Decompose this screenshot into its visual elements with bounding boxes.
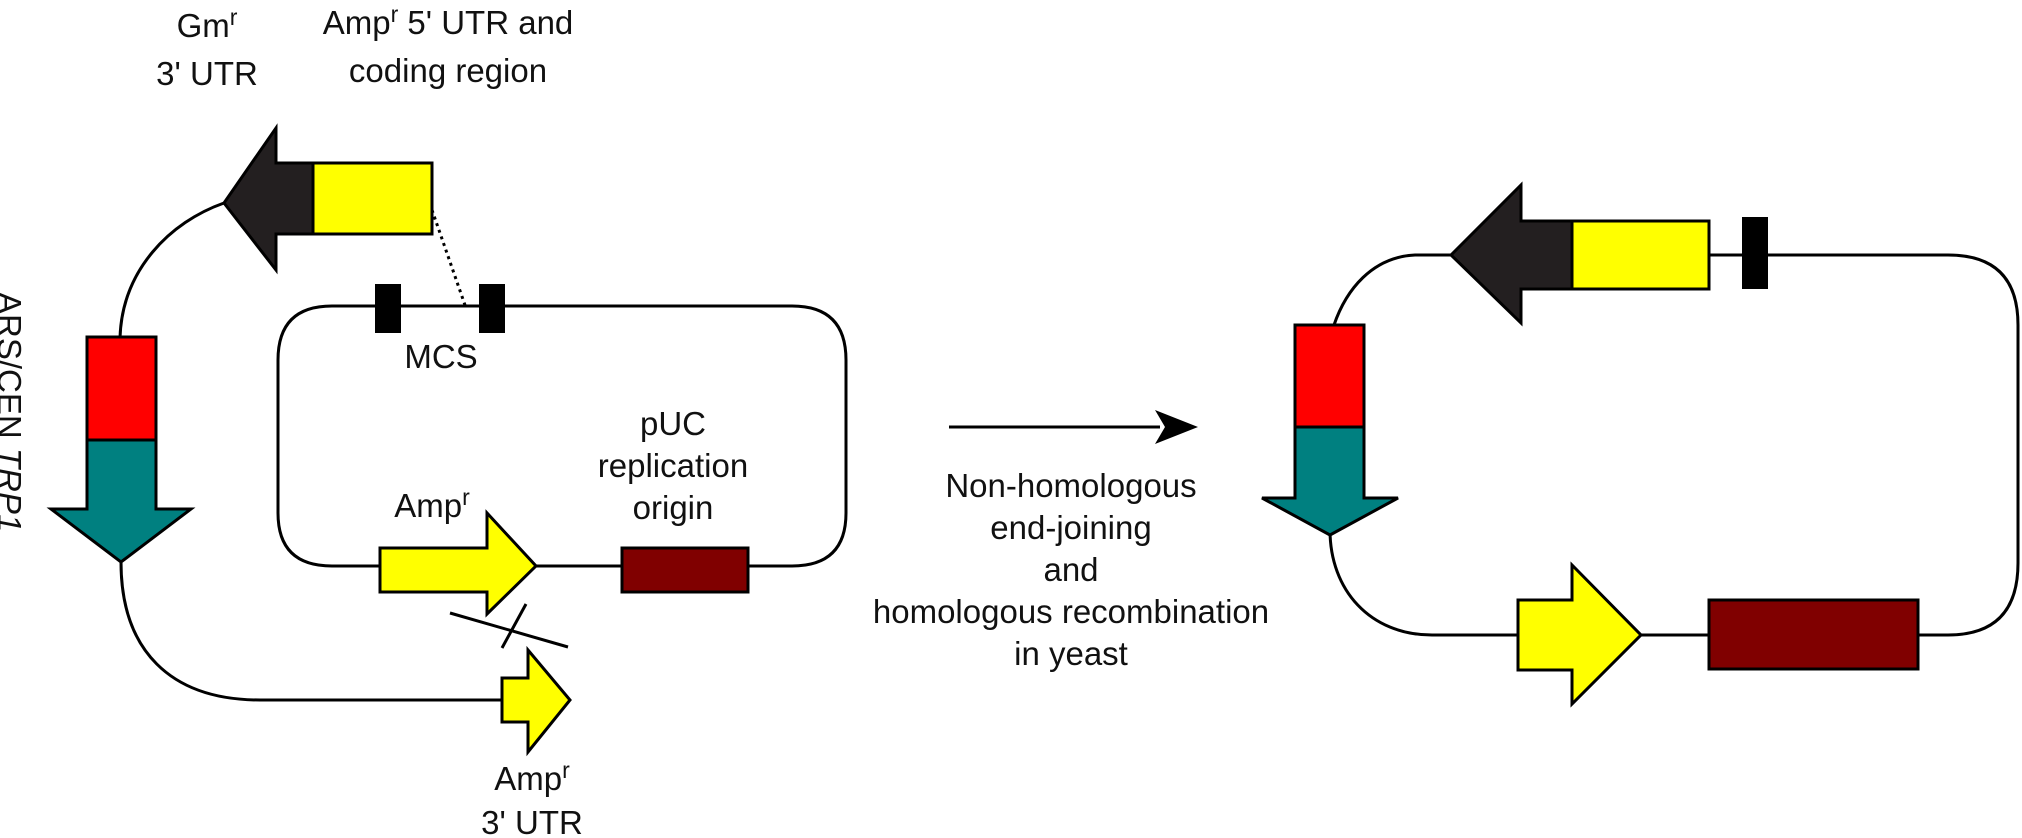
recombined-trp1-arrow (1261, 425, 1399, 537)
ars-cen-trp1-label: ARS/CEN TRP1 (0, 292, 28, 532)
amp5-label-line2: coding region (349, 52, 547, 89)
process-label-line5: in yeast (1014, 635, 1128, 672)
puc-label-line1: pUC (640, 405, 706, 442)
puc-label-line2: replication (598, 447, 748, 484)
amp-resistance-arrow (378, 509, 539, 618)
insert-backbone-bottom (119, 561, 502, 702)
process-label-line2: end-joining (990, 509, 1151, 546)
process-label-line4: homologous recombination (873, 593, 1269, 630)
trp1-arrow (46, 438, 196, 564)
ars-cen-block (85, 335, 158, 442)
mcs-label: MCS (404, 338, 477, 375)
amp-3utr-arrow (500, 645, 572, 757)
insert-backbone-top (118, 201, 225, 339)
insert-cassette (46, 123, 572, 757)
recombined-ars-cen-block (1293, 323, 1366, 429)
amp3-label: Ampr (494, 757, 570, 797)
mcs-site-left (375, 284, 401, 333)
puc-label-line3: origin (633, 489, 714, 526)
process-label-line3: and (1043, 551, 1098, 588)
process-label-line1: Non-homologous (945, 467, 1196, 504)
vector-plasmid (276, 284, 848, 649)
cut-slash (500, 603, 528, 649)
mcs-alignment-dotted-line (430, 209, 468, 309)
recombined-backbone (1328, 253, 2020, 637)
puc-origin-block (620, 546, 750, 594)
gm-label-line2: 3' UTR (156, 55, 258, 92)
cut-line (449, 611, 569, 649)
vector-backbone (276, 304, 848, 568)
amp-label: Ampr (394, 484, 470, 524)
gm-utr-arrow (222, 123, 315, 275)
recombined-mcs-site (1742, 217, 1768, 289)
amp3-label-line2: 3' UTR (481, 804, 583, 838)
process-arrow (949, 410, 1198, 444)
amp5-label: Ampr 5' UTR and (323, 1, 574, 41)
recombined-plasmid (1261, 181, 2020, 708)
recombined-amp-block (1570, 219, 1711, 291)
recombined-puc-origin (1707, 598, 1920, 671)
gm-label: Gmr (177, 4, 238, 44)
mcs-site-right (479, 284, 505, 333)
recombined-amp-arrow (1516, 561, 1644, 708)
recombined-gm-arrow (1448, 181, 1574, 327)
amp-5utr-coding-block (311, 161, 434, 236)
